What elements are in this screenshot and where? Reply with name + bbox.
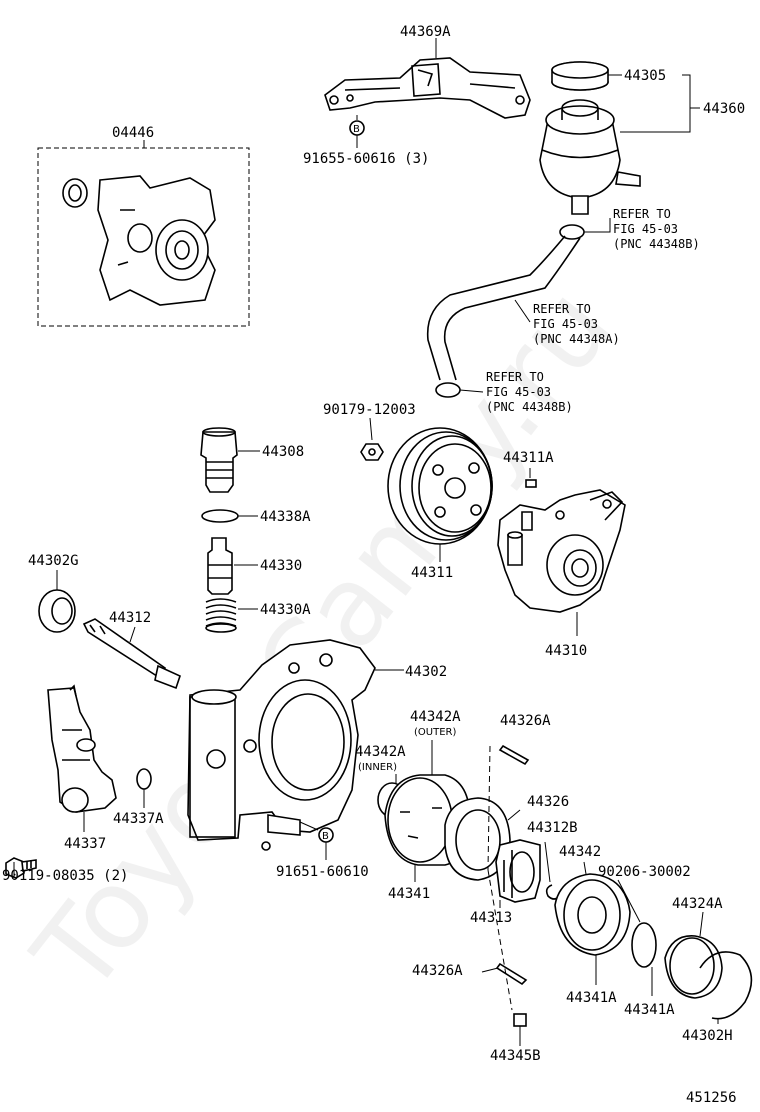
pin-44326A-top: [498, 744, 530, 766]
bracket-44369A: [324, 57, 531, 119]
refer-3-line-3: (PNC 44348B): [486, 400, 573, 414]
label-44324A: 44324A: [672, 896, 723, 912]
refer-1-line-2: FIG 45-03: [613, 222, 678, 236]
rotor-44313: [495, 839, 541, 903]
label-44330A: 44330A: [260, 602, 311, 618]
flow-valve-44330: [207, 537, 233, 595]
label-44326A-bottom: 44326A: [412, 963, 463, 979]
o-ring-90206: [631, 922, 657, 968]
plug-44308: [200, 427, 238, 493]
label-44369A: 44369A: [400, 24, 451, 40]
refer-2-line-2: FIG 45-03: [533, 317, 598, 331]
hose-clamp-lower: [435, 382, 461, 398]
refer-3-line-2: FIG 45-03: [486, 385, 551, 399]
snap-ring-44302H: [699, 951, 753, 1020]
inner-note: (INNER): [358, 762, 397, 773]
bolt-90119: [5, 857, 37, 879]
label-44312: 44312: [109, 610, 151, 626]
gasket-kit-contents: [62, 175, 216, 306]
label-44338A: 44338A: [260, 509, 311, 525]
label-44360: 44360: [703, 101, 745, 117]
o-ring-44337A: [136, 768, 152, 790]
label-91655-60616: 91655-60616 (3): [303, 151, 429, 167]
shaft-44312: [82, 618, 181, 690]
return-hose: [426, 235, 581, 381]
pulley-44311: [387, 427, 493, 545]
bolt-mark: B: [353, 124, 360, 135]
label-44337A: 44337A: [113, 811, 164, 827]
refer-1-line-3: (PNC 44348B): [613, 237, 700, 251]
pump-assembly-44310: [497, 489, 626, 613]
label-44313: 44313: [470, 910, 512, 926]
label-90206-30002: 90206-30002: [598, 864, 691, 880]
outer-note: (OUTER): [414, 727, 456, 738]
reservoir-cap-44305: [551, 61, 609, 91]
pin-44326A-bottom: [495, 962, 528, 986]
label-44337: 44337: [64, 836, 106, 852]
key-44345B: [513, 1013, 527, 1027]
label-44342A-inner: 44342A: [355, 744, 406, 760]
refer-1-line-1: REFER TO: [613, 207, 671, 221]
nut-90179: [360, 417, 384, 461]
refer-2-line-1: REFER TO: [533, 302, 591, 316]
pump-housing-44302: [187, 639, 376, 851]
label-44302H: 44302H: [682, 1028, 733, 1044]
label-44330: 44330: [260, 558, 302, 574]
o-ring-44338A: [201, 509, 239, 523]
refer-2-line-3: (PNC 44348A): [533, 332, 620, 346]
label-44345B: 44345B: [490, 1048, 541, 1064]
label-44341A-2: 44341A: [624, 1002, 675, 1018]
label-44342: 44342: [559, 844, 601, 860]
label-44326: 44326: [527, 794, 569, 810]
key-44311A: [525, 468, 537, 488]
label-44311A: 44311A: [503, 450, 554, 466]
label-44305: 44305: [624, 68, 666, 84]
label-44326A-top: 44326A: [500, 713, 551, 729]
bolt-mark-2: B: [322, 831, 329, 842]
spring-44330A: [205, 598, 237, 633]
label-90179-12003: 90179-12003: [323, 402, 416, 418]
label-44308: 44308: [262, 444, 304, 460]
label-44310: 44310: [545, 643, 587, 659]
pressure-sensor-44337: [47, 684, 117, 813]
reservoir-tank-44360: [539, 99, 641, 215]
label-44302: 44302: [405, 664, 447, 680]
refer-3-line-1: REFER TO: [486, 370, 544, 384]
oil-seal-44302G: [38, 589, 76, 633]
label-44341A-1: 44341A: [566, 990, 617, 1006]
label-04446: 04446: [112, 125, 154, 141]
label-91651-60610: 91651-60610: [276, 864, 369, 880]
cam-ring-44326: [444, 797, 511, 881]
figure-number: 451256: [686, 1090, 737, 1106]
bolt-91655: B: [349, 115, 365, 148]
label-44311: 44311: [411, 565, 453, 581]
cover-44324A: [664, 935, 723, 999]
label-90119-08035: 90119-08035 (2): [2, 868, 128, 884]
label-44302G: 44302G: [28, 553, 79, 569]
front-plate-44342: [554, 873, 631, 956]
label-44312B: 44312B: [527, 820, 578, 836]
bolt-91651: B: [299, 821, 334, 860]
label-44341: 44341: [388, 886, 430, 902]
label-44342A-outer: 44342A: [410, 709, 461, 725]
